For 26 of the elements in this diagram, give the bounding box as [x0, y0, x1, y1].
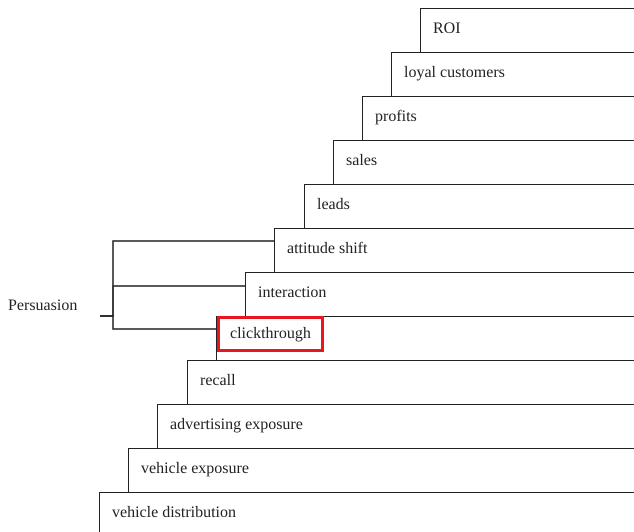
step-label: advertising exposure: [170, 416, 303, 434]
step-label: interaction: [258, 284, 326, 302]
staircase-step: [216, 316, 634, 362]
staircase-step: [362, 96, 634, 142]
step-label: attitude shift: [287, 240, 368, 258]
staircase-step: [187, 360, 634, 406]
step-label: sales: [346, 152, 378, 170]
staircase-step: [157, 404, 634, 450]
staircase-step: [333, 140, 634, 186]
step-label: profits: [375, 108, 417, 126]
staircase-step: [391, 52, 634, 98]
staircase-step: [128, 448, 634, 494]
group-label: Persuasion: [8, 297, 78, 315]
step-label: vehicle distribution: [112, 504, 236, 522]
bracket-line: [100, 315, 216, 330]
staircase-step: [274, 228, 634, 274]
staircase-step: [245, 272, 634, 318]
staircase-step: [304, 184, 634, 230]
highlighted-step-label: clickthrough: [217, 316, 324, 352]
step-label: recall: [200, 372, 236, 390]
step-label: ROI: [433, 20, 461, 38]
staircase-step: [420, 8, 634, 54]
step-label: vehicle exposure: [141, 460, 249, 478]
step-label: loyal customers: [404, 64, 505, 82]
staircase-step: [99, 492, 634, 532]
step-label: leads: [317, 196, 350, 214]
